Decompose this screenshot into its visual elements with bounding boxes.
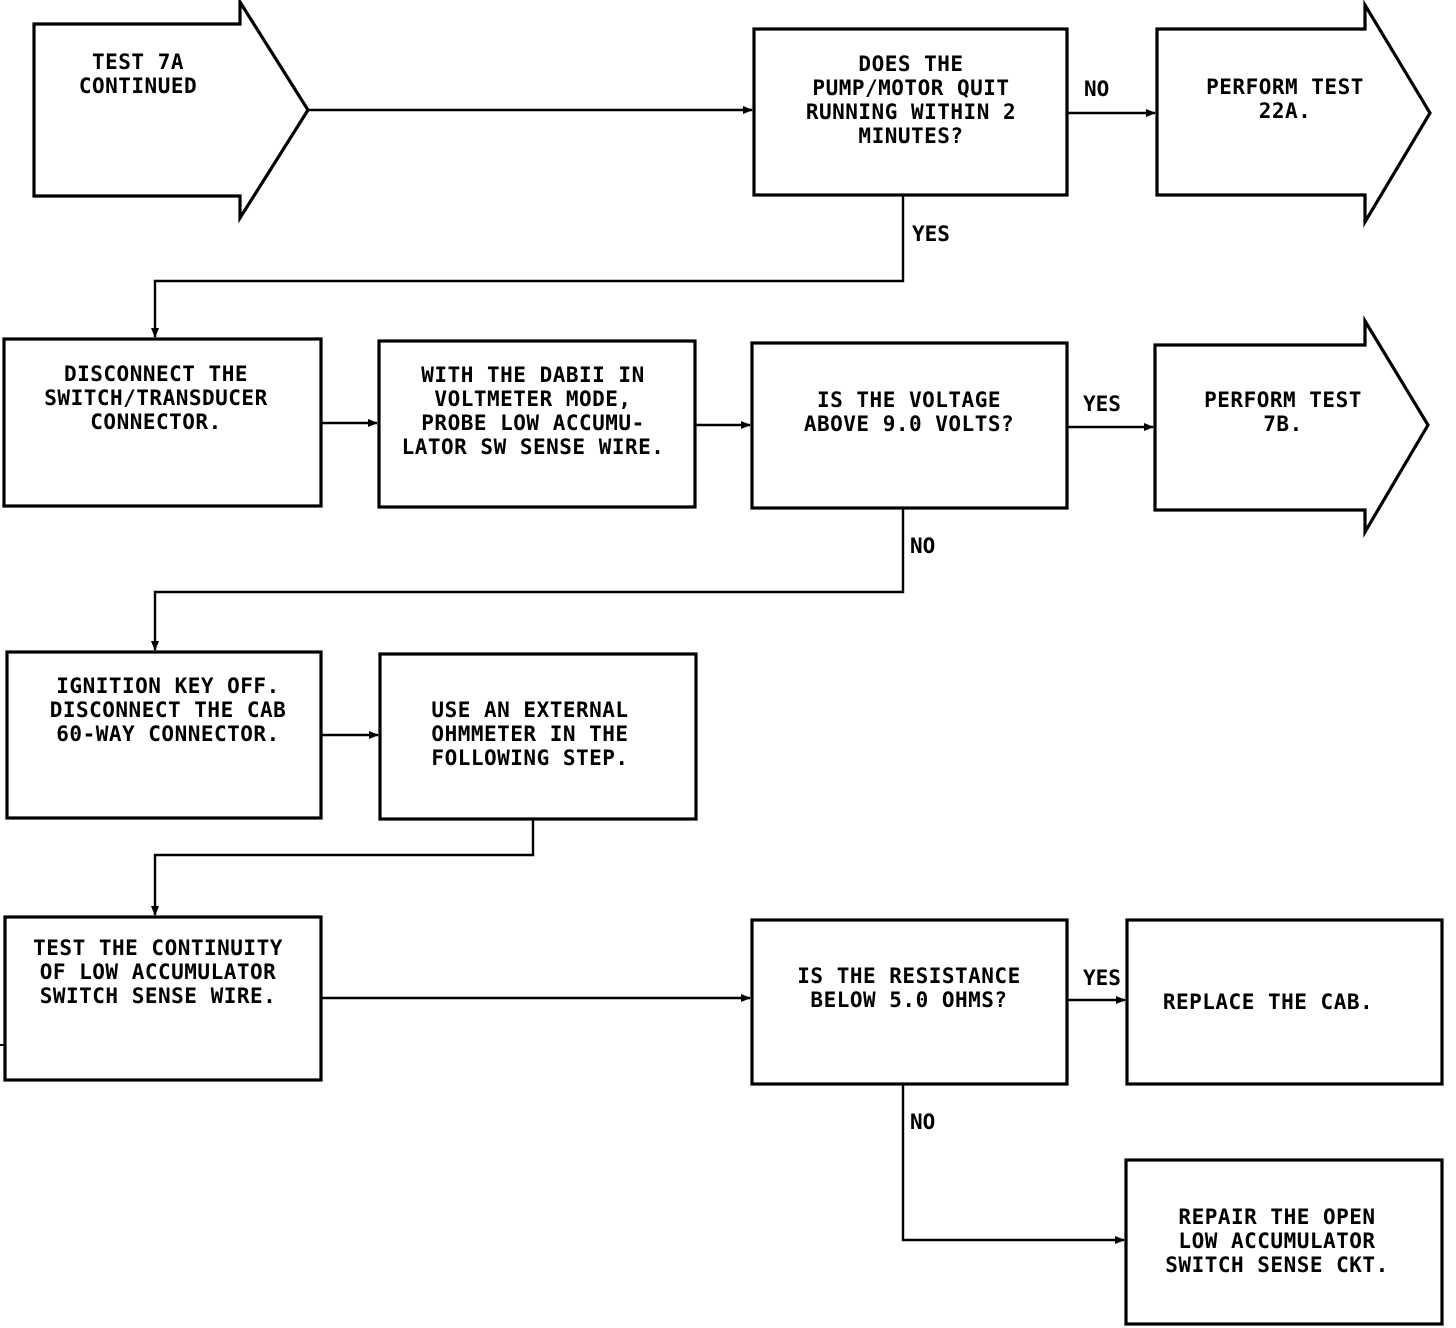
edge-ohmmeter-to-test-continuity [151,819,535,916]
label-line: SWITCH SENSE WIRE. [40,984,277,1008]
label-line: SWITCH/TRANSDUCER [44,386,267,410]
label-line: PERFORM TEST [1204,388,1362,412]
repair-open-box [1124,1158,1444,1326]
disconnect-switch-box [2,337,323,508]
edge-label-resistance-no: NO [910,1110,935,1134]
test-continuity-box [3,915,323,1082]
ohmmeter-box [378,652,698,821]
label-line: OHMMETER IN THE [431,722,628,746]
perform-22a-arrow-shape [1155,0,1432,228]
label-line: PERFORM TEST [1206,75,1364,99]
label-line: LATOR SW SENSE WIRE. [402,435,665,459]
label-line: IS THE VOLTAGE [817,388,1001,412]
connectors [151,106,1156,1244]
edge-q-voltage-to-ignition-off [151,508,905,651]
label-line: 60-WAY CONNECTOR. [56,722,279,746]
label-line: CONNECTOR. [90,410,221,434]
label-line: REPLACE THE CAB. [1163,990,1373,1014]
label-line: RUNNING WITHIN 2 [806,100,1016,124]
edge-q-pump-to-disconnect-switch [151,195,905,338]
edge-labels: NO YES YES NO YES NO [910,77,1121,1134]
perform-7b-arrow-shape [1153,315,1430,538]
label-line: IGNITION KEY OFF. [56,674,279,698]
label-line: 7B. [1263,412,1302,436]
edge-label-voltage-yes: YES [1083,392,1121,416]
dabii-probe-box [377,339,697,509]
label-line: PUMP/MOTOR QUIT [812,76,1009,100]
label-line: IS THE RESISTANCE [797,964,1020,988]
label-line: SWITCH SENSE CKT. [1165,1253,1388,1277]
edge-label-pump-yes: YES [912,222,950,246]
label-line: DISCONNECT THE CAB [50,698,287,722]
q-pump-box [752,27,1069,197]
label-line: FOLLOWING STEP. [431,746,628,770]
label-line: DOES THE [858,52,963,76]
label-line: PROBE LOW ACCUMU- [421,411,644,435]
label-line: BELOW 5.0 OHMS? [810,988,1007,1012]
label-line: USE AN EXTERNAL [431,698,628,722]
label-line: OF LOW ACCUMULATOR [40,960,277,984]
edge-q-resistance-to-repair-open [901,1084,1125,1244]
replace-cab-box [1125,918,1444,1086]
ignition-off-box [5,650,323,820]
label-line: 22A. [1259,99,1312,123]
label-line: VOLTMETER MODE, [434,387,631,411]
q-resistance-box [750,918,1069,1086]
edge-label-pump-no: NO [1084,77,1109,101]
label-line: REPAIR THE OPEN [1178,1205,1375,1229]
start-arrow-shape [32,0,310,224]
label-line: CONTINUED [79,74,197,98]
label-line: WITH THE DABII IN [421,363,644,387]
edge-label-resistance-yes: YES [1083,966,1121,990]
edge-label-voltage-no: NO [910,534,935,558]
label-line: ABOVE 9.0 VOLTS? [804,412,1014,436]
q-voltage-box [750,341,1069,510]
label-line: MINUTES? [858,124,963,148]
label-line: LOW ACCUMULATOR [1178,1229,1375,1253]
label-line: DISCONNECT THE [64,362,248,386]
replace-cab-label: REPLACE THE CAB. [1163,990,1373,1014]
label-line: TEST 7A [92,50,184,74]
node-replace-cab: REPLACE THE CAB. [1125,918,1444,1086]
label-line: TEST THE CONTINUITY [33,936,283,960]
